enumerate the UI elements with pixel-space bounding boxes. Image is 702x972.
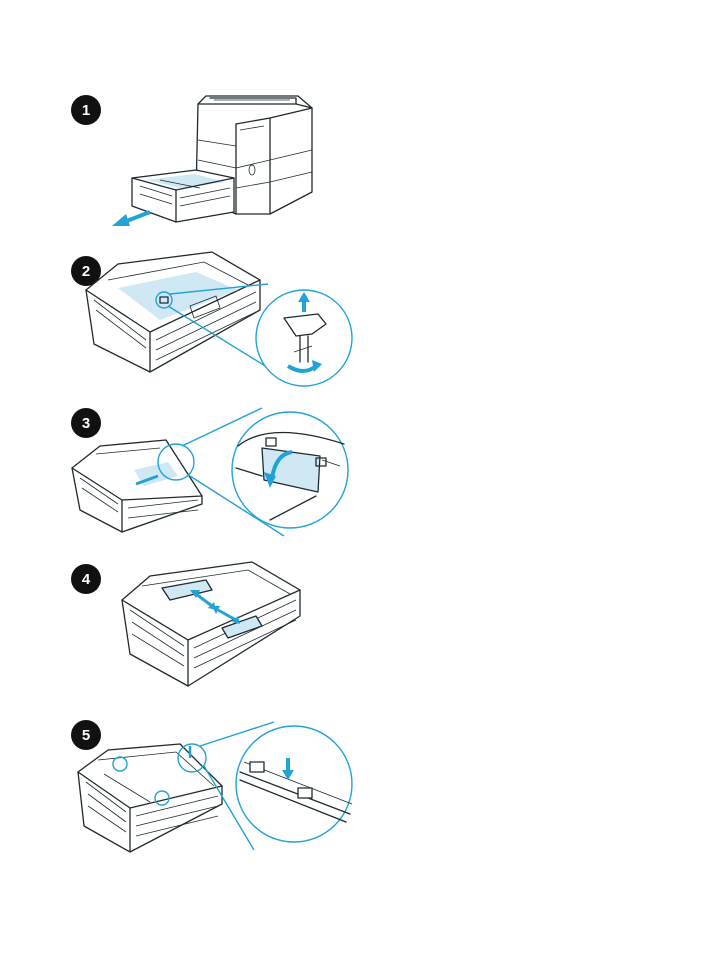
printer-tray-illustration <box>112 95 313 226</box>
step-1: 1 <box>0 0 702 240</box>
step-2: 2 <box>0 240 702 400</box>
step-5: 5 <box>0 700 702 880</box>
step-2-number: 2 <box>71 256 101 286</box>
tray-rear-guide-illustration <box>71 407 349 537</box>
tray-tabs-illustration <box>77 721 353 853</box>
step-5-number: 5 <box>71 720 101 750</box>
step-3: 3 <box>0 400 702 550</box>
step-3-number: 3 <box>71 408 101 438</box>
step-4: 4 <box>0 550 702 700</box>
tray-plate-lock-illustration <box>85 251 353 387</box>
step-1-number: 1 <box>71 95 101 125</box>
step-4-number: 4 <box>71 564 101 594</box>
tray-side-guides-illustration <box>121 561 301 687</box>
